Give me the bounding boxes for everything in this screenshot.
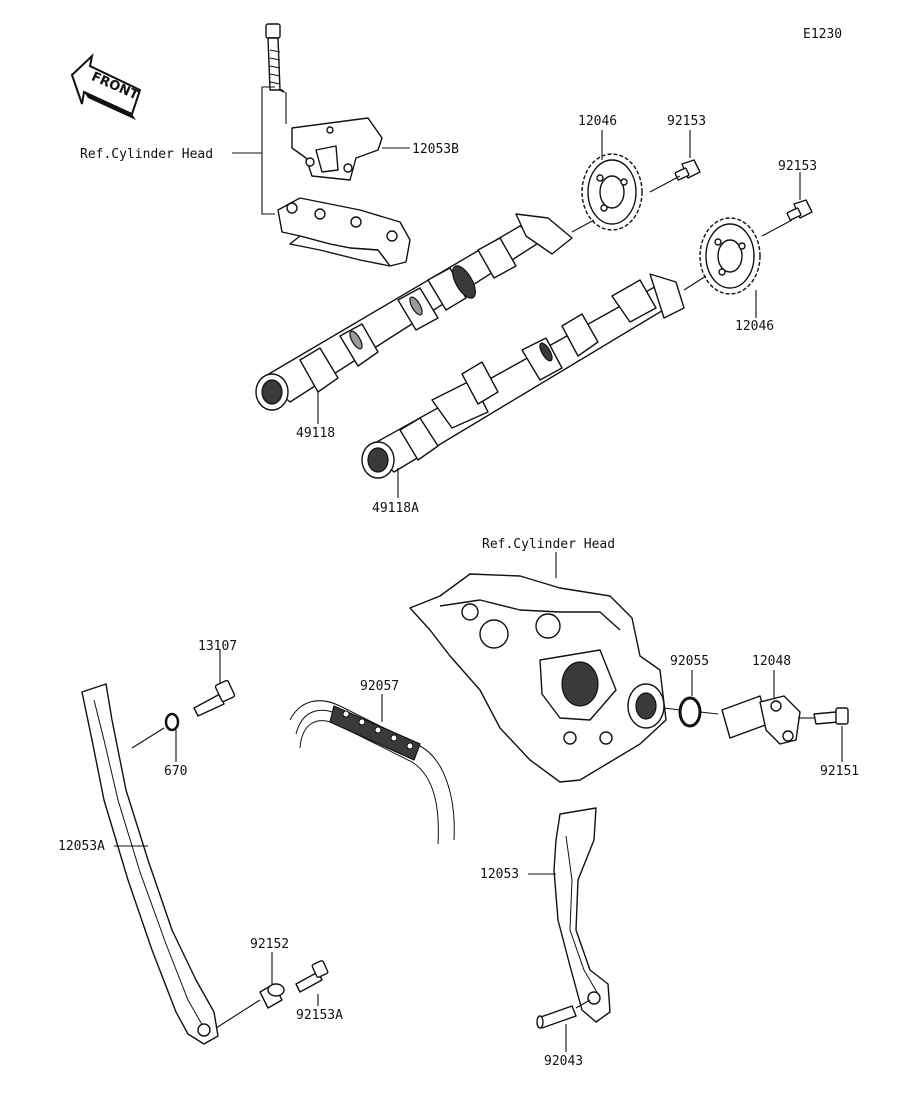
o-ring-92055 (678, 696, 702, 728)
callout-92153-top: 92153 (667, 114, 706, 129)
camshaft-49118 (255, 213, 573, 411)
callout-13107: 13107 (198, 639, 237, 654)
camshaft-holder-plate-12053B (291, 117, 383, 181)
chain-guide-12053 (553, 807, 611, 1023)
callout-12053B: 12053B (412, 142, 459, 157)
callout-92055: 92055 (670, 654, 709, 669)
front-arrow-icon: FRONT (70, 53, 142, 120)
cylinder-head-body (409, 573, 667, 783)
cam-sprocket-upper-12046 (581, 153, 643, 231)
cam-sprocket-right-12046 (699, 217, 761, 295)
ref-cylinder-head-lower-label: Ref.Cylinder Head (482, 537, 615, 552)
camshaft-holder-lower (277, 197, 411, 267)
callout-92151: 92151 (820, 764, 859, 779)
callout-12046-top: 12046 (578, 114, 617, 129)
chain-guide-12053A (81, 683, 219, 1045)
callout-92153A: 92153A (296, 1008, 343, 1023)
sprocket-bolt-92153-right (786, 199, 813, 221)
callout-12053A: 12053A (58, 839, 105, 854)
callout-670: 670 (164, 764, 187, 779)
camshaft-49118A (361, 273, 685, 479)
callout-12046-right: 12046 (735, 319, 774, 334)
tensioner-bolt-92151 (813, 707, 849, 725)
callout-92153-right: 92153 (778, 159, 817, 174)
callout-92057: 92057 (360, 679, 399, 694)
cam-chain-92057 (289, 700, 455, 845)
holder-bolt (265, 23, 285, 93)
ref-cylinder-head-upper-label: Ref.Cylinder Head (80, 147, 213, 162)
callout-49118: 49118 (296, 426, 335, 441)
callout-12048: 12048 (752, 654, 791, 669)
guide-bolt-92153A (295, 960, 329, 993)
washer-670 (164, 712, 180, 732)
collar-92152 (259, 983, 285, 1009)
callout-92043: 92043 (544, 1054, 583, 1069)
chain-tensioner-12048 (721, 695, 801, 745)
diagram-code: E1230 (803, 27, 842, 42)
callout-92152: 92152 (250, 937, 289, 952)
callout-12053: 12053 (480, 867, 519, 882)
guide-bolt-13107 (193, 679, 236, 717)
callout-49118A: 49118A (372, 501, 419, 516)
guide-pin-92043 (536, 1005, 577, 1029)
